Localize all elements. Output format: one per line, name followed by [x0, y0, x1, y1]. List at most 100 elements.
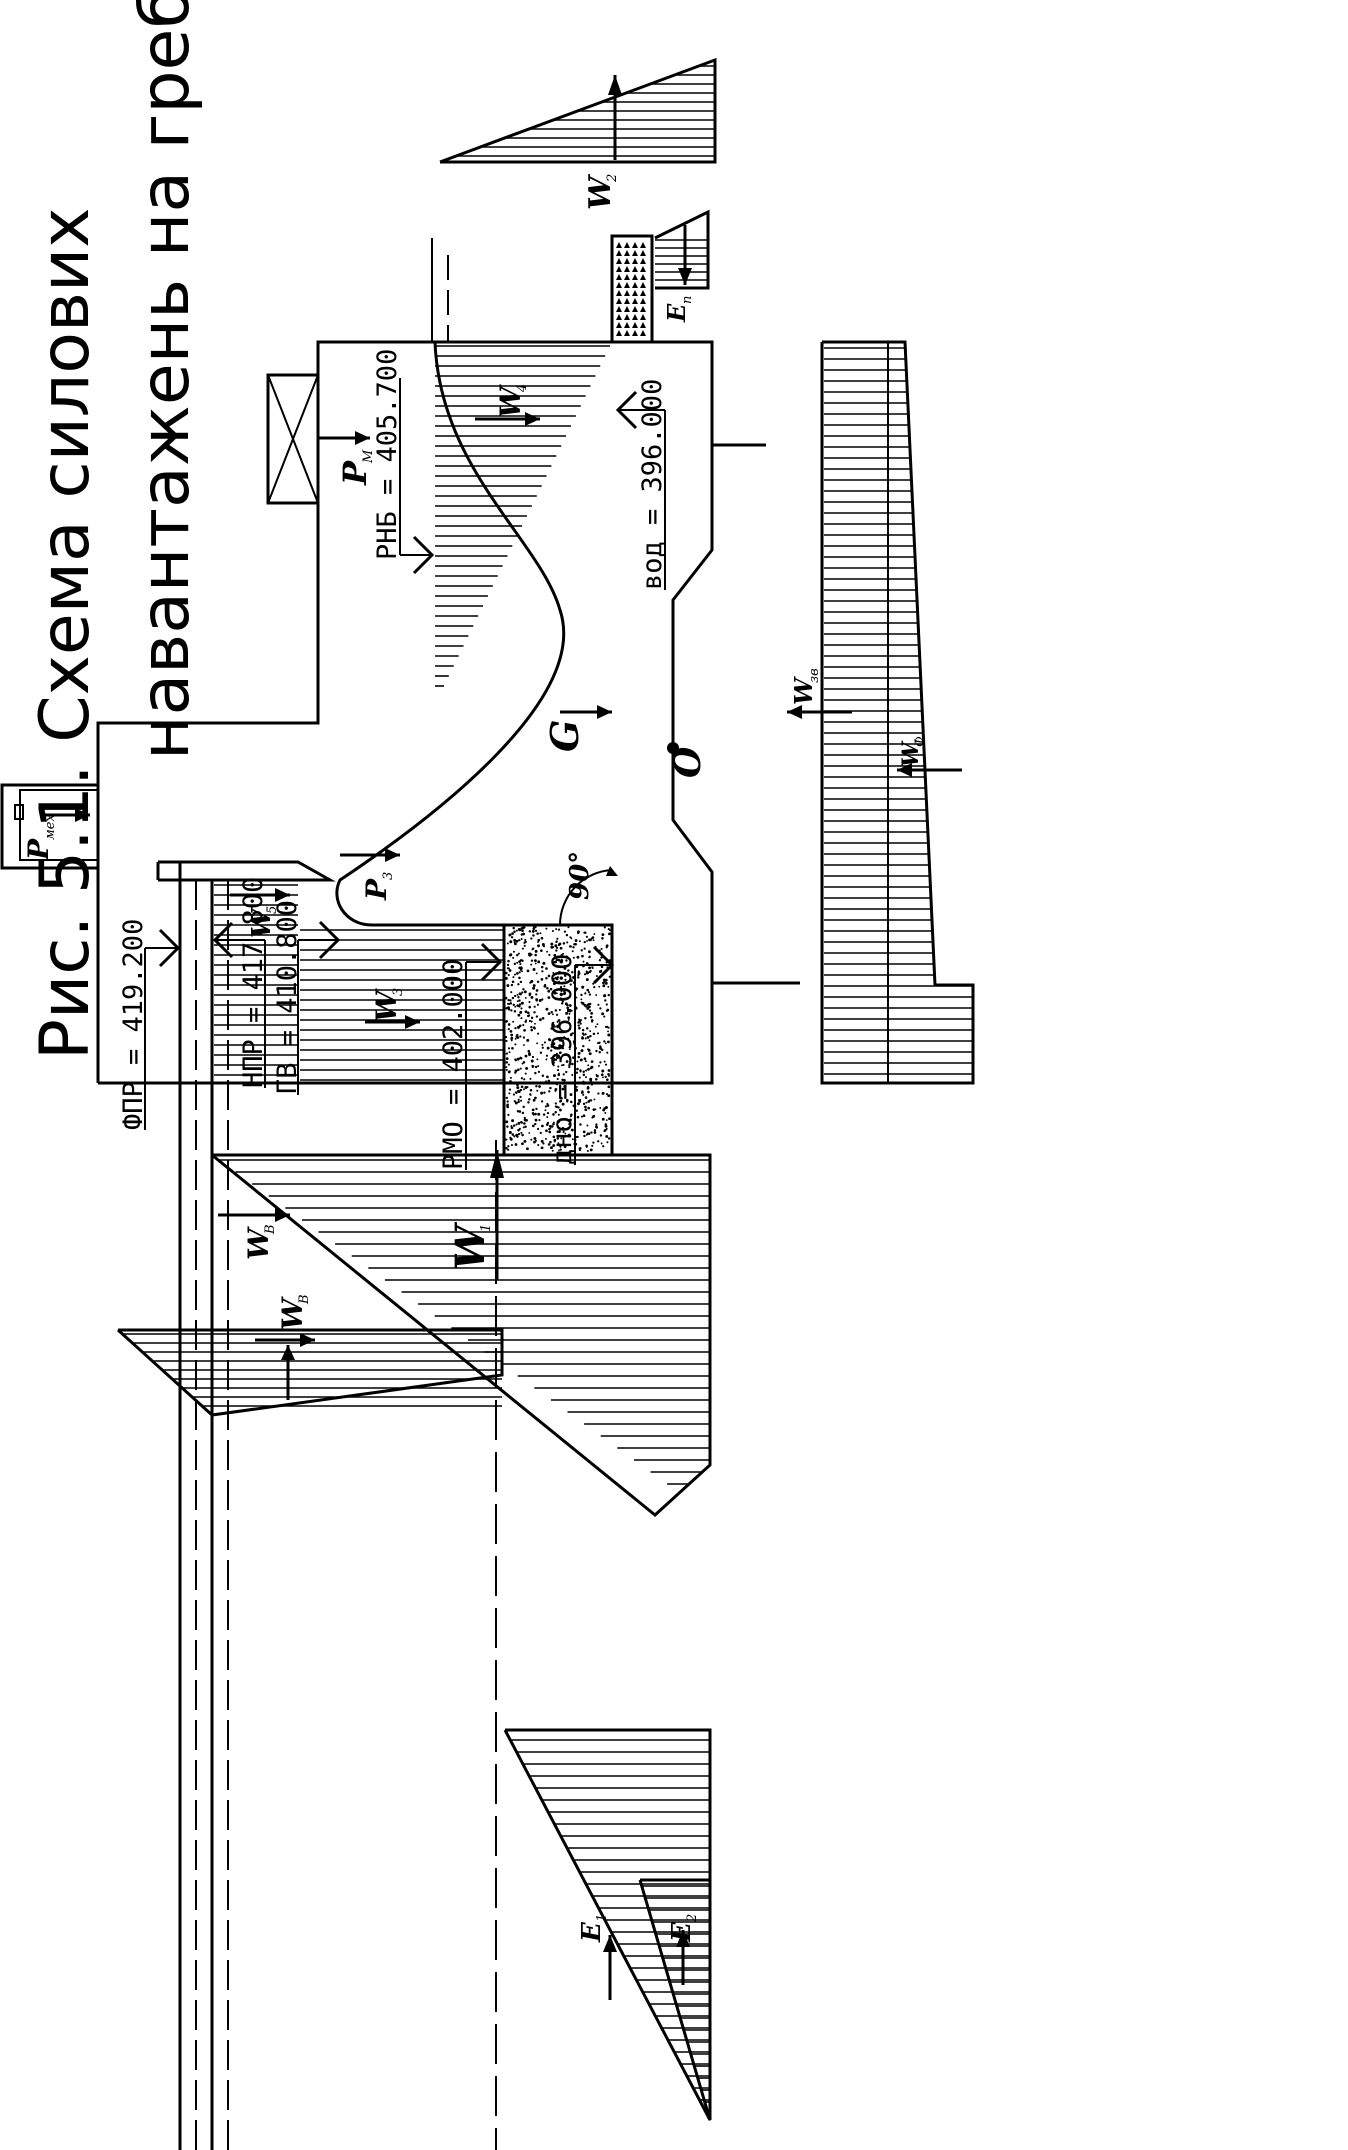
sediment-dot: [604, 1112, 607, 1114]
sediment-dot: [588, 966, 592, 970]
sediment-dot: [513, 1100, 516, 1103]
sediment-dot: [567, 1019, 570, 1021]
sediment-dot: [507, 1113, 510, 1116]
sediment-dot: [572, 946, 575, 949]
sediment-dot: [595, 1123, 598, 1126]
sediment-dot: [558, 1044, 562, 1048]
downstream-pressure-w4-diagram: [435, 345, 611, 687]
sediment-dot: [505, 1096, 509, 1100]
sediment-dot: [525, 1118, 528, 1122]
sediment-dot: [579, 1123, 582, 1126]
riprap-stone: [616, 274, 622, 280]
sediment-dot: [597, 1064, 600, 1067]
sediment-dot: [564, 1132, 567, 1135]
sediment-dot: [532, 968, 536, 971]
sediment-dot: [514, 1005, 517, 1008]
sediment-dot: [549, 1127, 552, 1129]
sediment-dot: [537, 1032, 540, 1035]
sediment-dot: [535, 1084, 538, 1088]
sediment-dot: [574, 939, 578, 942]
sediment-dot: [608, 975, 611, 978]
level-marker-fpr: ФПР = 419.200: [118, 919, 181, 1130]
sediment-dot: [589, 1030, 592, 1032]
sediment-dot: [521, 1062, 524, 1065]
gate-mechanism-box: [266, 373, 320, 505]
sediment-dot: [531, 929, 535, 933]
sediment-dot: [551, 1149, 554, 1152]
sediment-dot: [533, 1011, 536, 1014]
sediment-dot: [593, 1129, 597, 1132]
sediment-dot: [598, 1041, 601, 1044]
sediment-dot: [524, 1010, 528, 1014]
sediment-dot: [528, 1014, 531, 1017]
sediment-dot: [587, 1132, 591, 1135]
vod-label: вод = 396.000: [637, 379, 668, 590]
sediment-dot: [517, 928, 521, 931]
sediment-dot: [597, 1140, 600, 1143]
sediment-dot: [532, 986, 536, 990]
sediment-dot: [561, 1046, 565, 1050]
sediment-dot: [602, 984, 606, 988]
sediment-dot: [524, 996, 527, 999]
sediment-dot: [511, 1047, 514, 1050]
sediment-dot: [603, 926, 606, 929]
sediment-dot: [550, 1045, 554, 1048]
sediment-dot: [607, 928, 610, 931]
sediment-dot: [507, 1070, 511, 1074]
svg-text:E: E: [577, 1921, 607, 1943]
sediment-dot: [602, 1108, 606, 1112]
svg-text:W: W: [247, 906, 277, 938]
sediment-dot: [517, 1121, 521, 1125]
sediment-dot: [528, 1098, 531, 1101]
w1-outline: [211, 1153, 712, 1517]
sediment-dot: [534, 1022, 536, 1025]
sediment-dot: [579, 1058, 583, 1062]
sediment-dot: [545, 977, 548, 980]
svg-text:W: W: [370, 988, 403, 1022]
sediment-dot: [582, 1044, 585, 1048]
sediment-dot: [587, 950, 591, 954]
sediment-dot: [519, 1095, 522, 1099]
riprap-stone: [640, 242, 646, 248]
sediment-dot: [511, 980, 515, 984]
sediment-dot: [601, 1012, 605, 1016]
sediment-dot: [587, 1068, 590, 1071]
sediment-dot: [548, 1090, 551, 1093]
sediment-dot: [608, 1117, 611, 1121]
sediment-dot: [554, 1088, 558, 1091]
sediment-dot: [519, 1010, 523, 1014]
sediment-dot: [552, 1058, 556, 1062]
sediment-dot: [549, 987, 553, 991]
sediment-dot: [523, 926, 526, 929]
sediment-dot: [557, 1130, 561, 1133]
sediment-dot: [605, 1009, 609, 1012]
sediment-dot: [560, 1002, 564, 1005]
sediment-dot: [604, 1063, 608, 1066]
sediment-dot: [569, 936, 572, 939]
sediment-dot: [517, 983, 520, 986]
sediment-dot: [556, 1077, 559, 1081]
sediment-dot: [544, 1137, 547, 1140]
sediment-dot: [521, 1133, 524, 1137]
sediment-dot: [513, 1010, 517, 1013]
sediment-dot: [559, 1145, 562, 1148]
sediment-dot: [560, 959, 564, 963]
sediment-dot: [533, 1005, 536, 1008]
sediment-dot: [513, 973, 516, 976]
sediment-dot: [588, 1039, 591, 1042]
sediment-dot: [606, 1025, 609, 1028]
sediment-dot: [601, 1048, 604, 1052]
sediment-dot: [535, 1015, 539, 1018]
sediment-dot: [508, 1088, 512, 1091]
npr-label: НПР = 417.800: [238, 877, 269, 1088]
sediment-dot: [550, 1057, 553, 1060]
sediment-dot: [510, 1009, 513, 1012]
wave-outline: [116, 1328, 504, 1417]
sediment-dot: [506, 942, 509, 945]
sediment-dot: [528, 1132, 531, 1134]
sediment-dot: [533, 1140, 536, 1144]
sediment-dot: [589, 1015, 593, 1019]
sediment-dot: [582, 960, 585, 963]
downstream-water-lines: [431, 238, 449, 342]
sediment-dot: [509, 940, 513, 944]
